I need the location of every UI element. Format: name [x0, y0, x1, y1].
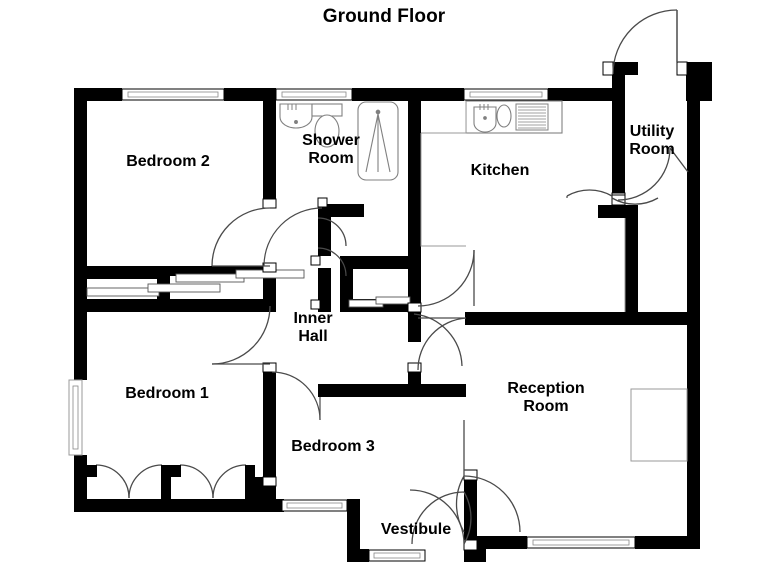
kitchen-return-line: [420, 101, 467, 247]
window-vestibule-south: [368, 549, 426, 562]
door-shower-room: [263, 207, 323, 267]
door-bedroom-3: [271, 371, 321, 421]
windows: [68, 88, 636, 562]
door-utility-east: [617, 147, 689, 201]
door-vestibule-external: [411, 491, 472, 545]
door-wardrobe-1-right: [128, 464, 163, 499]
window-hall-cupboard: [348, 296, 411, 308]
page-title: Ground Floor: [322, 6, 446, 27]
window-cupboard-a: [86, 283, 221, 297]
wardrobe-openings: [74, 465, 263, 499]
door-vestibule-arcs: [409, 420, 521, 545]
window-bedroom-3-south: [281, 499, 348, 512]
door-reception-to-hall: [413, 313, 467, 371]
toilet: [311, 103, 343, 148]
bathroom-sink: [279, 103, 313, 129]
fireplace: [630, 388, 688, 462]
kitchen-drainer: [515, 103, 549, 131]
window-kitchen-north: [463, 88, 549, 101]
door-utility-external-north: [612, 9, 678, 75]
fixtures: [279, 100, 688, 462]
door-wardrobe-1-left: [95, 464, 130, 499]
door-hall-cupboard: [317, 217, 347, 277]
window-bedroom-1-west: [68, 379, 83, 456]
door-utility-to-kitchen: [566, 189, 659, 205]
window-shower-room-north: [275, 88, 353, 101]
window-bedroom-2-north: [121, 88, 225, 101]
window-reception-south: [526, 536, 636, 549]
shower-cubicle: [357, 101, 399, 181]
door-bedroom-2: [211, 207, 271, 267]
door-wardrobe-2-left: [179, 464, 214, 499]
door-bedroom-1: [211, 305, 271, 365]
door-swings: [95, 9, 689, 545]
door-wardrobe-2-right: [212, 464, 247, 499]
door-kitchen-to-hall: [417, 249, 475, 307]
